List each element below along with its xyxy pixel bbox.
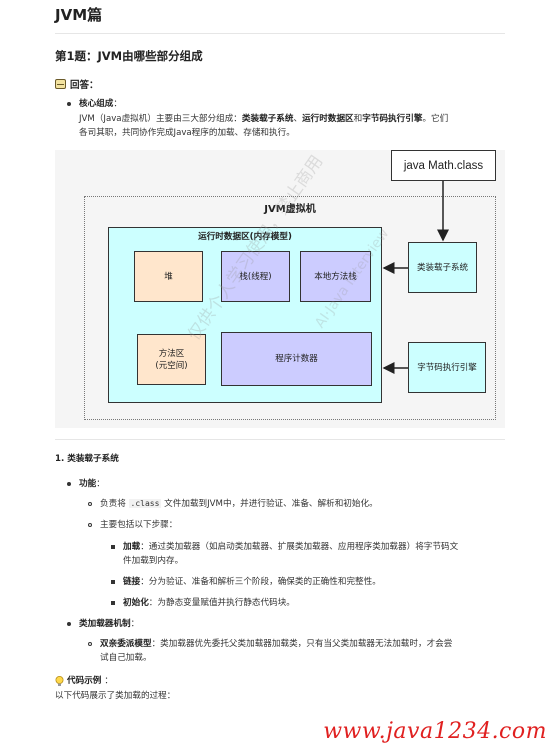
step2-text: ：分为验证、准备和解析三个阶段，确保类的正确性和完整性。 [140, 577, 381, 587]
bullet-circle [88, 523, 92, 527]
bullet-square [111, 601, 115, 605]
core-text-1: JVM（Java虚拟机）主要由三大部分组成： [79, 114, 242, 124]
func-text-1: 负责将 [100, 499, 126, 509]
code-example-label: 代码示例 [67, 676, 102, 686]
class-loader-label: 类装载子系统 [416, 262, 468, 273]
core-text-line1: JVM（Java虚拟机）主要由三大部分组成：类装载子系统、运行时数据区和字节码执… [79, 112, 499, 126]
stack-label: 栈(线程) [239, 271, 272, 282]
bullet-circle [88, 502, 92, 506]
answer-book-icon [55, 79, 66, 89]
bullet-square [111, 545, 115, 549]
bullet-dot [67, 482, 71, 486]
execution-engine-box: 字节码执行引擎 [408, 342, 486, 393]
core-sep-1: 、 [293, 114, 303, 124]
code-example-colon: ： [104, 676, 113, 686]
step1-line2: 件加载到内存。 [123, 556, 184, 566]
func-text-2: 文件加载到JVM中，并进行验证、准备、解析和初始化。 [164, 499, 378, 509]
bullet-dot [67, 622, 71, 626]
answer-label: 回答： [70, 80, 99, 91]
core-bold-2: 运行时数据区 [302, 114, 354, 124]
program-counter-box: 程序计数器 [221, 332, 372, 386]
step1-text: ：通过类加载器（如启动类加载器、扩展类加载器、应用程序类加载器）将字节码文 [140, 542, 459, 552]
bullet-square [111, 580, 115, 584]
parent-line1: 双亲委派模型：类加载器优先委托父类加载器加载类，只有当父类加载器无法加载时，才会… [100, 637, 510, 651]
section-heading: 1. 类装载子系统 [55, 454, 119, 464]
step1-line1: 加载：通过类加载器（如启动类加载器、扩展类加载器、应用程序类加载器）将字节码文 [123, 540, 513, 554]
java-class-label: java Math.class [403, 159, 484, 172]
bullet-dot [67, 102, 71, 106]
stack-box: 栈(线程) [221, 251, 290, 302]
core-bold-3: 字节码执行引擎 [362, 114, 423, 124]
mech-colon: ： [130, 619, 140, 629]
program-counter-label: 程序计数器 [275, 354, 318, 364]
divider [55, 439, 505, 440]
method-area-box: 方法区(元空间) [137, 334, 206, 385]
class-loader-box: 类装载子系统 [408, 242, 477, 293]
native-stack-label: 本地方法栈 [314, 271, 357, 282]
core-colon: ： [113, 99, 122, 109]
code-example-row: 代码示例： [55, 674, 113, 688]
bullet-circle [88, 642, 92, 646]
runtime-title: 运行时数据区(内存模型) [198, 232, 292, 242]
step3-line: 初始化：为静态变量赋值并执行静态代码块。 [123, 596, 295, 610]
core-text-2: 。它们 [422, 114, 449, 124]
core-text-line2: 各司其职，共同协作完成Java程序的加载、存储和执行。 [79, 128, 295, 138]
page-title: JVM篇 [55, 6, 103, 24]
core-bold-1: 类装载子系统 [241, 114, 294, 124]
class-code: .class [128, 499, 162, 508]
jvm-title: JVM虚拟机 [264, 204, 316, 215]
mech-label-row: 类加载器机制： [79, 617, 139, 631]
step2-line: 链接：分为验证、准备和解析三个阶段，确保类的正确性和完整性。 [123, 575, 381, 589]
parent-label: 双亲委派模型 [100, 639, 152, 649]
heap-label: 堆 [164, 271, 173, 282]
core-label-row: 核心组成： [79, 97, 122, 111]
mech-label: 类加载器机制 [79, 619, 131, 629]
native-stack-box: 本地方法栈 [300, 251, 371, 302]
core-label: 核心组成 [79, 99, 114, 109]
step3-text: ：为静态变量赋值并执行静态代码块。 [148, 598, 295, 608]
question-heading: 第1题：JVM由哪些部分组成 [55, 49, 203, 63]
heap-box: 堆 [134, 251, 203, 302]
step2-label: 链接 [123, 577, 141, 587]
method-area-label: 方法区 [158, 348, 185, 359]
step3-label: 初始化 [123, 598, 149, 608]
lightbulb-icon [55, 675, 64, 686]
parent-text: ：类加载器优先委托父类加载器加载类，只有当父类加载器无法加载时，才会尝 [151, 639, 453, 649]
step1-label: 加载 [123, 542, 141, 552]
parent-line2: 试自己加载。 [100, 653, 152, 663]
core-sep-2: 和 [353, 114, 363, 124]
divider [55, 33, 505, 34]
footer-watermark: www.java1234.com [323, 719, 547, 744]
func-label: 功能 [79, 479, 97, 489]
code-example-intro: 以下代码展示了类加载的过程： [55, 691, 176, 701]
answer-label-row: 回答： [55, 77, 99, 91]
execution-engine-label: 字节码执行引擎 [417, 362, 477, 373]
jvm-boundary [84, 196, 496, 420]
func-text: 负责将 .class 文件加载到JVM中，并进行验证、准备、解析和初始化。 [100, 497, 378, 511]
java-class-box: java Math.class [391, 150, 496, 181]
steps-intro: 主要包括以下步骤： [100, 520, 178, 530]
func-label-row: 功能： [79, 477, 105, 491]
metaspace-label: (元空间) [155, 360, 188, 371]
func-colon: ： [96, 479, 105, 489]
